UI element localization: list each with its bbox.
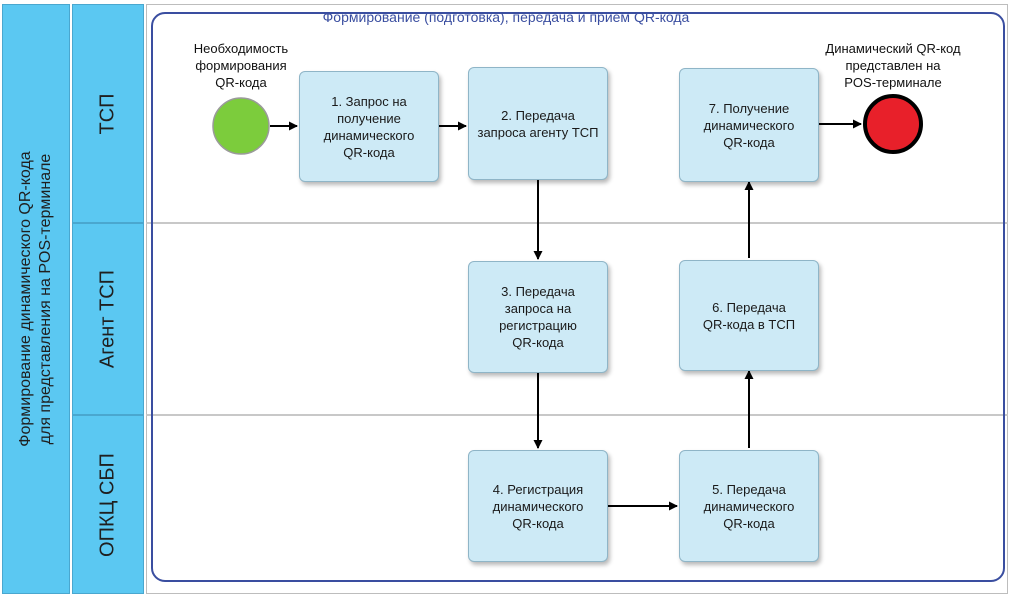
start-event-circle xyxy=(212,97,270,155)
task-6-transfer-to-tsp: 6. Передача QR-кода в ТСП xyxy=(679,260,819,371)
task-2-send-to-agent: 2. Передача запроса агенту ТСП xyxy=(468,67,608,180)
lane-header-opkc: ОПКЦ СБП xyxy=(72,415,144,594)
end-event-label: Динамический QR-код представлен на POS-т… xyxy=(825,41,961,90)
start-event-label: Необходимость формирования QR-кода xyxy=(193,41,289,90)
end-event-circle xyxy=(863,94,923,154)
task-1-request: 1. Запрос на получение динамического QR-… xyxy=(299,71,439,182)
lane-header-agent: Агент ТСП xyxy=(72,223,144,415)
lane-header-tsp: ТСП xyxy=(72,4,144,223)
task-3-send-registration: 3. Передача запроса на регистрацию QR-ко… xyxy=(468,261,608,373)
subprocess-title: Формирование (подготовка), передача и пр… xyxy=(322,9,690,25)
lane-divider-2 xyxy=(146,414,1008,416)
task-4-register: 4. Регистрация динамического QR-кода xyxy=(468,450,608,562)
task-5-transfer-qr: 5. Передача динамического QR-кода xyxy=(679,450,819,562)
subprocess-frame xyxy=(151,12,1005,582)
pool-header: Формирование динамического QR-кода для п… xyxy=(2,4,70,594)
lane-divider-1 xyxy=(146,222,1008,224)
task-7-receive-qr: 7. Получение динамического QR-кода xyxy=(679,68,819,182)
